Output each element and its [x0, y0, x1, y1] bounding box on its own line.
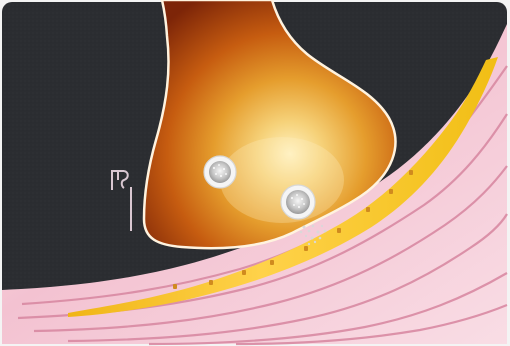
released-particle — [300, 231, 303, 234]
released-particle — [308, 230, 311, 233]
vesicle-dot — [298, 206, 300, 208]
released-particle — [311, 237, 314, 240]
receptor-notch — [242, 270, 246, 275]
receptor-notch — [389, 189, 393, 194]
released-particle — [314, 241, 316, 243]
vesicle-dot — [220, 175, 222, 177]
vesicle-dot — [223, 168, 225, 170]
receptor-notch — [209, 280, 213, 285]
vesicle-core — [209, 161, 231, 183]
vesicle-dot — [218, 164, 220, 166]
released-particle — [324, 230, 327, 233]
receptor-notch — [366, 207, 370, 212]
released-particle — [321, 225, 323, 227]
vesicle-dot — [291, 197, 293, 199]
receptor-notch — [304, 246, 308, 251]
vesicle-core — [286, 190, 310, 214]
vesicle-dot — [303, 203, 305, 205]
receptor-notch — [409, 170, 413, 175]
vesicle-dot — [296, 194, 298, 196]
released-particle — [308, 243, 310, 245]
receptor-notch — [270, 260, 274, 265]
released-particle — [319, 237, 322, 240]
released-particle — [303, 226, 306, 229]
released-particle — [312, 225, 315, 228]
vesicle-dot — [225, 173, 227, 175]
terminal-glow — [220, 137, 344, 223]
receptor-notch — [337, 228, 341, 233]
vesicle-dot — [293, 204, 295, 206]
vesicle-right — [281, 185, 315, 219]
vesicle-dot — [301, 198, 303, 200]
released-particle — [317, 231, 320, 234]
released-particle — [305, 235, 307, 237]
vesicle-left — [204, 156, 236, 188]
vesicle-dot — [213, 167, 215, 169]
receptor-notch — [173, 284, 177, 289]
vesicle-dot — [215, 173, 217, 175]
